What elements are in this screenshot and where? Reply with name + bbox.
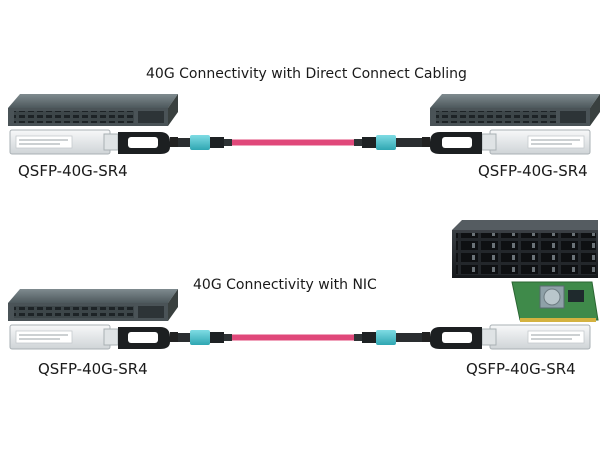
bottom-right-module-label: QSFP-40G-SR4 [466,360,576,378]
bottom-left-module-label: QSFP-40G-SR4 [38,360,148,378]
qsfp-module-bottom-right [422,324,591,350]
nic-card [511,281,599,322]
qsfp-module-top-right [422,129,591,155]
mtp-connector-top-left [178,135,232,150]
top-left-module-label: QSFP-40G-SR4 [18,162,128,180]
mtp-connector-bottom-right [354,330,422,345]
storage-server [452,220,598,278]
qsfp-module-bottom-left [9,324,178,350]
top-right-module-label: QSFP-40G-SR4 [478,162,588,180]
switch-top-right [430,94,600,126]
qsfp-module-top-left [9,129,178,155]
mtp-connector-bottom-left [178,330,232,345]
switch-top-left [8,94,178,126]
top-diagram-title: 40G Connectivity with Direct Connect Cab… [146,66,467,82]
mtp-connector-top-right [354,135,422,150]
switch-bottom-left [8,289,178,321]
bottom-diagram-title: 40G Connectivity with NIC [193,277,377,293]
